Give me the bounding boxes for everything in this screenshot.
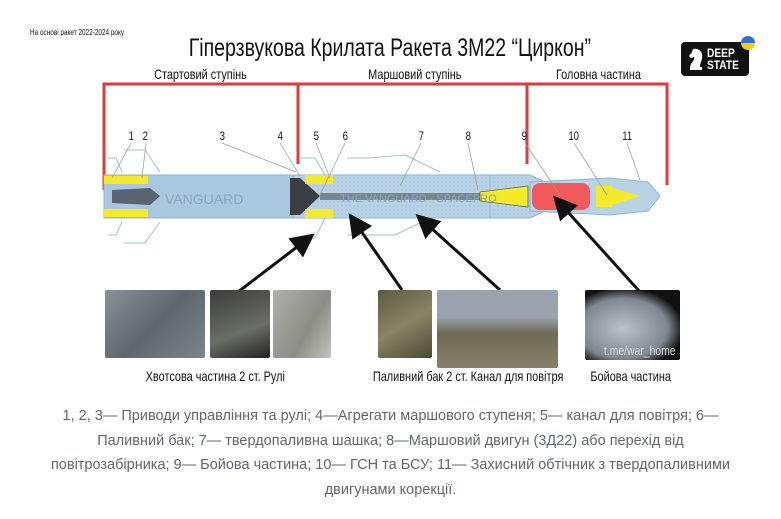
pointer-arrows (237, 195, 642, 294)
part-number: 3 (219, 129, 226, 143)
part-number: 11 (622, 129, 633, 143)
part-number: 8 (465, 129, 472, 143)
section-label-warhead: Головна частина (555, 66, 641, 82)
logo-text-deep: DEEP (707, 46, 735, 60)
photo-warhead: t.me/war_home (585, 290, 680, 360)
part-number: 4 (277, 129, 284, 143)
photo-tail-debris-1 (105, 290, 205, 358)
nozzle (290, 178, 320, 215)
part-number: 2 (142, 129, 149, 143)
logo-text-state: STATE (707, 58, 739, 72)
photo-watermark: t.me/war_home (604, 343, 676, 358)
part-number: 10 (568, 129, 580, 143)
section-label-cruise-stage: Маршовий ступінь (368, 66, 462, 82)
diagram-watermark: VANGUARD (165, 191, 243, 207)
leader-lines (111, 142, 641, 196)
photo-tail-debris-2 (210, 290, 270, 358)
section-label-launch-stage: Стартовий ступінь (153, 66, 247, 82)
part-number: 6 (342, 129, 349, 143)
photo-caption-tail: Хвотсова частина 2 ст. Рулі (145, 368, 285, 384)
photo-tail-debris-3 (273, 290, 331, 358)
photo-caption-fuel-tank: Паливний бак 2 ст. Канал для повітря (372, 368, 564, 384)
engine-yellow (479, 185, 529, 208)
diagram-watermark: THE VANGUARD · SPACEPRO (340, 193, 497, 205)
missile-diagram: VANGUARD THE VANGUARD · SPACEPRO (102, 82, 669, 294)
infographic-title: Гіперзвукова Крилата Ракета 3М22 “Циркон… (188, 34, 592, 62)
photo-air-channel (437, 290, 558, 368)
part-number: 9 (521, 129, 528, 143)
source-note: На основі ракет 2022-2024 року (30, 28, 125, 37)
chess-knight-icon (689, 48, 703, 70)
part-number: 7 (418, 129, 425, 143)
image-description: 1, 2, 3— Приводи управління та рулі; 4—А… (50, 408, 731, 498)
photo-caption-warhead: Бойова частина (590, 368, 672, 384)
ukraine-flag-icon (741, 36, 755, 50)
section-bracket (102, 82, 669, 190)
photo-fuel-tank (378, 290, 432, 358)
part-number: 1 (128, 129, 135, 143)
part-number: 5 (313, 129, 320, 143)
